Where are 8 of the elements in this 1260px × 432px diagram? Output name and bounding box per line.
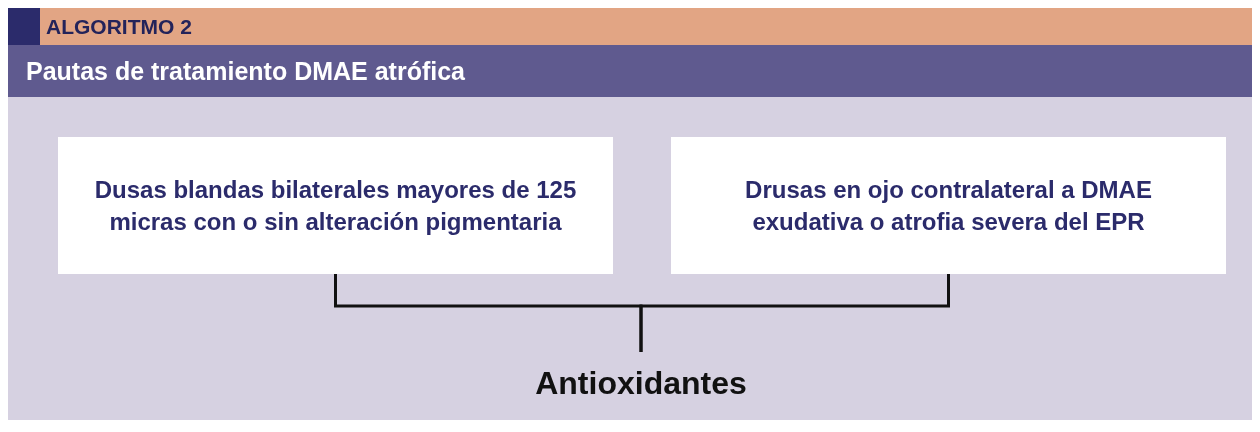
connector-line: [639, 274, 950, 352]
title: Pautas de tratamiento DMAE atrófica: [26, 57, 465, 86]
condition-box: [58, 137, 613, 274]
condition-box: [671, 137, 1226, 274]
condition-text: Dusas blandas bilaterales mayores de 125 micras con o sin alteración pigmentaria: [93, 175, 578, 237]
header-label: ALGORITMO 2: [46, 15, 192, 39]
result-text: Antioxidantes: [535, 364, 747, 404]
condition-text: Drusas en ojo contralateral a DMAE exudativa o atrofia severa del EPR: [744, 175, 1153, 237]
